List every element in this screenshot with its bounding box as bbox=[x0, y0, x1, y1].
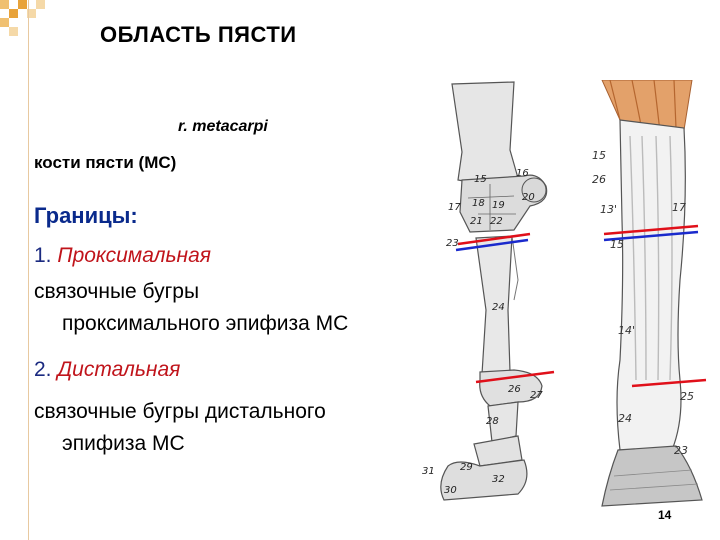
corner-decoration bbox=[0, 0, 45, 36]
fig-left-label: 31 bbox=[422, 466, 435, 477]
fig-right-label: 24 bbox=[618, 412, 632, 425]
fig-right-label: 13' bbox=[600, 203, 617, 216]
proximal-desc-1: связочные бугры bbox=[34, 280, 200, 303]
slide-title: ОБЛАСТЬ ПЯСТИ bbox=[100, 22, 297, 47]
fig-right-label: 15 bbox=[610, 238, 624, 251]
fig-right-label: 23 bbox=[674, 444, 688, 457]
fig-left-label: 29 bbox=[460, 462, 473, 473]
fig-left-label: 28 bbox=[486, 416, 499, 427]
fig-right-label: 17 bbox=[672, 201, 686, 214]
fig-left-label: 27 bbox=[530, 390, 543, 401]
borders-heading: Границы: bbox=[34, 203, 138, 228]
fig-left-label: 26 bbox=[508, 384, 521, 395]
metacarpal-tendons-illustration: 15 26 13' 17 15 14' 25 24 23 bbox=[592, 80, 707, 507]
fig-left-label: 15 bbox=[474, 174, 487, 185]
fig-left-label: 24 bbox=[492, 302, 505, 313]
fig-left-label: 19 bbox=[492, 200, 505, 211]
fig-left-label: 18 bbox=[472, 198, 485, 209]
fig-left-label: 17 bbox=[448, 202, 461, 213]
left-rule bbox=[28, 0, 29, 540]
page-number: 14 bbox=[658, 508, 672, 522]
fig-left-label: 21 bbox=[470, 216, 483, 227]
fig-left-label: 23 bbox=[446, 238, 459, 249]
distal-desc-2: эпифиза МС bbox=[62, 432, 185, 455]
fig-left-label: 22 bbox=[490, 216, 503, 227]
fig-left-label: 20 bbox=[522, 192, 535, 203]
fig-left-label: 30 bbox=[444, 485, 457, 496]
fig-right-label: 14' bbox=[618, 324, 635, 337]
distal-number: 2. bbox=[34, 358, 58, 381]
fig-right-label: 25 bbox=[680, 390, 694, 403]
proximal-desc-2: проксимального эпифиза МС bbox=[62, 312, 349, 335]
latin-name: r. metacarpi bbox=[178, 118, 268, 135]
fig-left-label: 16 bbox=[516, 168, 529, 179]
proximal-border-line: 1. Проксимальная bbox=[34, 243, 211, 269]
proximal-label: Проксимальная bbox=[57, 244, 211, 267]
bones-line: кости пясти (МС) bbox=[34, 153, 177, 172]
fig-right-label: 26 bbox=[592, 173, 606, 186]
distal-desc-1: связочные бугры дистального bbox=[34, 400, 326, 423]
fig-right-label: 15 bbox=[592, 149, 606, 162]
distal-border-line: 2. Дистальная bbox=[34, 357, 180, 383]
metacarpal-bones-illustration: 15 16 17 18 19 20 21 22 23 24 26 27 28 2… bbox=[422, 81, 555, 501]
proximal-number: 1. bbox=[34, 244, 58, 267]
fig-left-label: 32 bbox=[492, 474, 505, 485]
distal-label: Дистальная bbox=[57, 358, 181, 381]
